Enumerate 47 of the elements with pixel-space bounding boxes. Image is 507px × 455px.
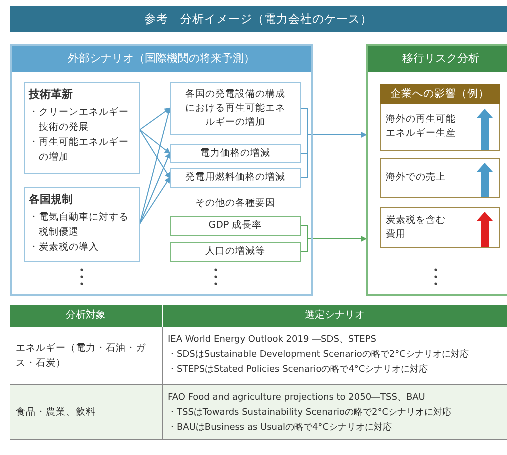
factor-box [170,216,301,236]
scenario-text: ・SDSはSustainable Development Scenarioの略で2°Cシナリオに対応 [168,348,470,362]
impact-box [380,104,500,151]
box-heading: 技術革新 [29,87,74,102]
arrow [140,130,171,154]
impact-box [380,158,500,198]
row-label: エネルギー（電力・石油・ガス・石炭） [16,342,147,371]
impact-box [380,207,500,248]
scenario-panel [10,44,313,296]
box-heading: 各国規制 [29,192,74,207]
scenario-text: ・BAUはBusiness as Usualの略で4°Cシナリオに対応 [168,422,394,435]
scenario-box [170,168,301,188]
scenario-box [170,144,301,163]
box-text: GDP 成長率 [208,219,264,233]
box-text: 海外での売上 [385,171,447,185]
panel-header: 外部シナリオ（国際機関の将来予測） [12,46,311,72]
box-text: 海外の再生可能エネルギー生産 [385,113,457,141]
box-text: 発電用燃料価格の増減 [184,171,286,185]
impact-header: 企業への影響（例） [380,84,500,104]
row-label: 食品・農業、飲料 [16,406,97,420]
arrow [300,132,367,178]
arrow [140,108,171,130]
scenario-text: ・STEPSはStated Policies Scenarioの略で4°Cシナリオに対応 [168,364,430,377]
group-label: その他の各種要因 [194,197,276,210]
risk-panel [366,44,507,296]
arrow [140,152,171,224]
arrow [140,130,171,179]
arrow [140,177,171,224]
bullet-text: ・再生可能エネルギーの増加 [29,136,130,165]
title-banner: 参考 分析イメージ（電力会社のケース） [10,6,507,32]
scenario-text: ・TSSはTowards Sustainability Scenarioの略で2°Cシナリオに対応 [168,406,453,420]
box-text: 人口の増減等 [204,245,266,259]
bullet-text: ・クリーンエネルギー技術の発展 [29,106,130,135]
bullet-text: ・電気自動車に対する税制優遇 [29,211,130,240]
column-header: 分析対象 [65,308,107,323]
scenario-box [170,82,301,135]
scenario-text: IEA World Energy Outlook 2019 ―SDS、STEPS [168,334,378,347]
panel-header: 移行リスク分析 [368,46,507,72]
arrow [300,236,367,252]
box-text: 電力価格の増減 [200,146,272,160]
factor-box [24,82,140,174]
factor-box [170,242,301,262]
scenario-text: FAO Food and agriculture projections to 2050―TSS、BAU [168,392,426,405]
bullet-text: ・炭素税の導入 [29,241,100,255]
box-text: 各国の発電設備の構成における再生可能エネルギーの増加 [184,88,286,130]
box-text: 炭素税を含む費用 [385,214,447,242]
factor-box [24,187,140,262]
